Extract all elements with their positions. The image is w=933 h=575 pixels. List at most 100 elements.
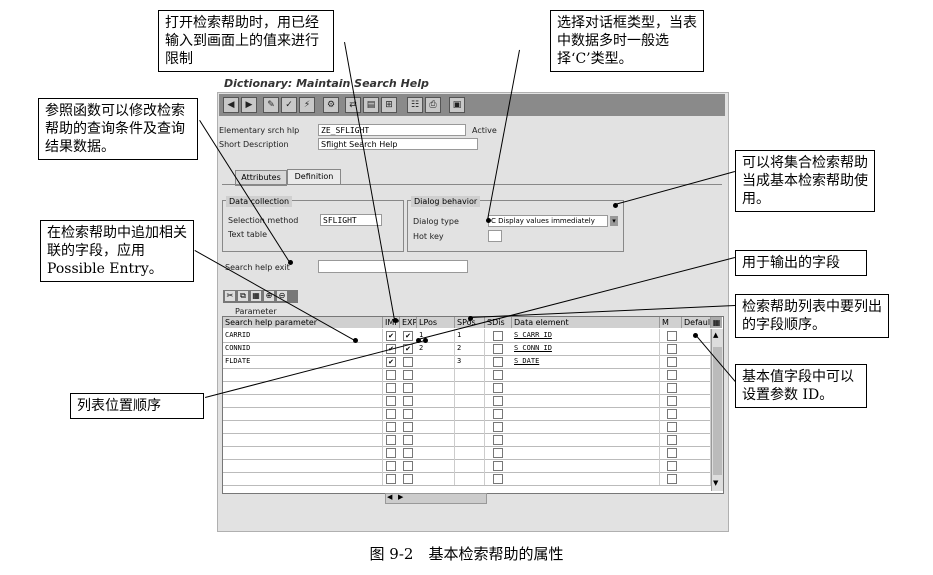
checkbox-imp[interactable]	[386, 422, 396, 432]
checkbox-imp[interactable]: ✔	[386, 331, 396, 341]
checkbox-exp[interactable]	[403, 474, 413, 484]
checkbox-sdis[interactable]	[493, 435, 503, 445]
cell-elem[interactable]	[512, 407, 660, 420]
col-header-default[interactable]: Default	[682, 317, 711, 328]
col-header-lpos[interactable]: LPos	[417, 317, 455, 328]
tab-definition[interactable]: Definition	[287, 169, 341, 185]
vertical-scrollbar[interactable]: ▲ ▼	[711, 329, 723, 491]
checkbox-sdis[interactable]	[493, 370, 503, 380]
cell-spos[interactable]: 1	[455, 329, 485, 342]
checkbox-m[interactable]	[667, 448, 677, 458]
checkbox-imp[interactable]	[386, 435, 396, 445]
cell-param[interactable]	[223, 420, 383, 433]
cell-param[interactable]	[223, 446, 383, 459]
cell-default[interactable]	[682, 446, 711, 459]
print-icon[interactable]: ⎙	[425, 97, 441, 113]
checkbox-m[interactable]	[667, 474, 677, 484]
cut-icon[interactable]: ✂	[225, 291, 235, 301]
cell-lpos[interactable]	[417, 433, 455, 446]
checkbox-m[interactable]	[667, 331, 677, 341]
check-icon[interactable]: ✓	[281, 97, 297, 113]
cell-default[interactable]	[682, 420, 711, 433]
checkbox-exp[interactable]	[403, 409, 413, 419]
search-help-name-field[interactable]: ZE_SFLIGHT	[318, 124, 466, 136]
cell-default[interactable]	[682, 381, 711, 394]
cell-elem[interactable]	[512, 459, 660, 472]
selection-method-field[interactable]: SFLIGHT	[320, 214, 382, 226]
scroll-up-icon[interactable]: ▲	[713, 331, 719, 339]
checkbox-sdis[interactable]	[493, 409, 503, 419]
table-row[interactable]	[223, 420, 711, 434]
table-row[interactable]	[223, 381, 711, 395]
search-help-exit-field[interactable]	[318, 260, 468, 273]
cell-lpos[interactable]	[417, 394, 455, 407]
checkbox-m[interactable]	[667, 383, 677, 393]
tab-attributes[interactable]: Attributes	[235, 170, 287, 186]
checkbox-sdis[interactable]	[493, 461, 503, 471]
cell-default[interactable]	[682, 342, 711, 355]
checkbox-imp[interactable]	[386, 409, 396, 419]
scroll-down-icon[interactable]: ▼	[713, 479, 719, 487]
cell-default[interactable]	[682, 459, 711, 472]
cell-lpos[interactable]	[417, 420, 455, 433]
checkbox-exp[interactable]	[403, 383, 413, 393]
checkbox-sdis[interactable]	[493, 422, 503, 432]
table-row[interactable]	[223, 459, 711, 473]
checkbox-exp[interactable]	[403, 448, 413, 458]
col-header-sdis[interactable]: SDis	[485, 317, 512, 328]
cell-lpos[interactable]: 2	[417, 342, 455, 355]
cell-param[interactable]: CONNID	[223, 342, 383, 355]
column-settings-icon[interactable]: ▦	[711, 317, 722, 328]
scroll-right-icon[interactable]: ▶	[398, 493, 404, 501]
checkbox-imp[interactable]: ✔	[386, 357, 396, 367]
cell-elem[interactable]	[512, 446, 660, 459]
checkbox-exp[interactable]: ✔	[403, 331, 413, 341]
cell-param[interactable]	[223, 433, 383, 446]
where-used-icon[interactable]: ⇄	[345, 97, 361, 113]
cell-spos[interactable]	[455, 368, 485, 381]
checkbox-imp[interactable]	[386, 396, 396, 406]
checkbox-exp[interactable]	[403, 357, 413, 367]
cell-default[interactable]	[682, 355, 711, 368]
checkbox-m[interactable]	[667, 370, 677, 380]
cell-default[interactable]	[682, 368, 711, 381]
cell-param[interactable]	[223, 368, 383, 381]
checkbox-imp[interactable]	[386, 448, 396, 458]
cell-lpos[interactable]	[417, 459, 455, 472]
checkbox-exp[interactable]	[403, 422, 413, 432]
checkbox-m[interactable]	[667, 396, 677, 406]
cell-elem[interactable]: S_CARR_ID	[512, 329, 660, 342]
forward-icon[interactable]: ▶	[241, 97, 257, 113]
cell-elem[interactable]	[512, 368, 660, 381]
cell-lpos[interactable]: 1	[417, 329, 455, 342]
cell-spos[interactable]: 3	[455, 355, 485, 368]
horizontal-scrollbar[interactable]: ◀ ▶	[385, 493, 487, 504]
navigate-icon[interactable]: ⊞	[381, 97, 397, 113]
cell-spos[interactable]: 2	[455, 342, 485, 355]
cell-default[interactable]	[682, 329, 711, 342]
cell-spos[interactable]	[455, 381, 485, 394]
table-row[interactable]	[223, 446, 711, 460]
table-row[interactable]	[223, 472, 711, 486]
info-icon[interactable]: ▣	[449, 97, 465, 113]
checkbox-sdis[interactable]	[493, 383, 503, 393]
checkbox-m[interactable]	[667, 357, 677, 367]
checkbox-sdis[interactable]	[493, 474, 503, 484]
col-header-exp[interactable]: EXP	[400, 317, 417, 328]
col-header-data-element[interactable]: Data element	[512, 317, 660, 328]
cell-elem[interactable]	[512, 433, 660, 446]
back-icon[interactable]: ◀	[223, 97, 239, 113]
cell-lpos[interactable]	[417, 407, 455, 420]
cell-lpos[interactable]	[417, 446, 455, 459]
dropdown-icon[interactable]: ▾	[610, 216, 618, 226]
hot-key-field[interactable]	[488, 230, 502, 242]
cell-default[interactable]	[682, 394, 711, 407]
table-row[interactable]	[223, 433, 711, 447]
dialog-type-field[interactable]: C Display values immediately	[488, 215, 608, 227]
cell-lpos[interactable]	[417, 381, 455, 394]
cell-elem[interactable]	[512, 381, 660, 394]
scroll-left-icon[interactable]: ◀	[387, 493, 393, 501]
cell-default[interactable]	[682, 407, 711, 420]
